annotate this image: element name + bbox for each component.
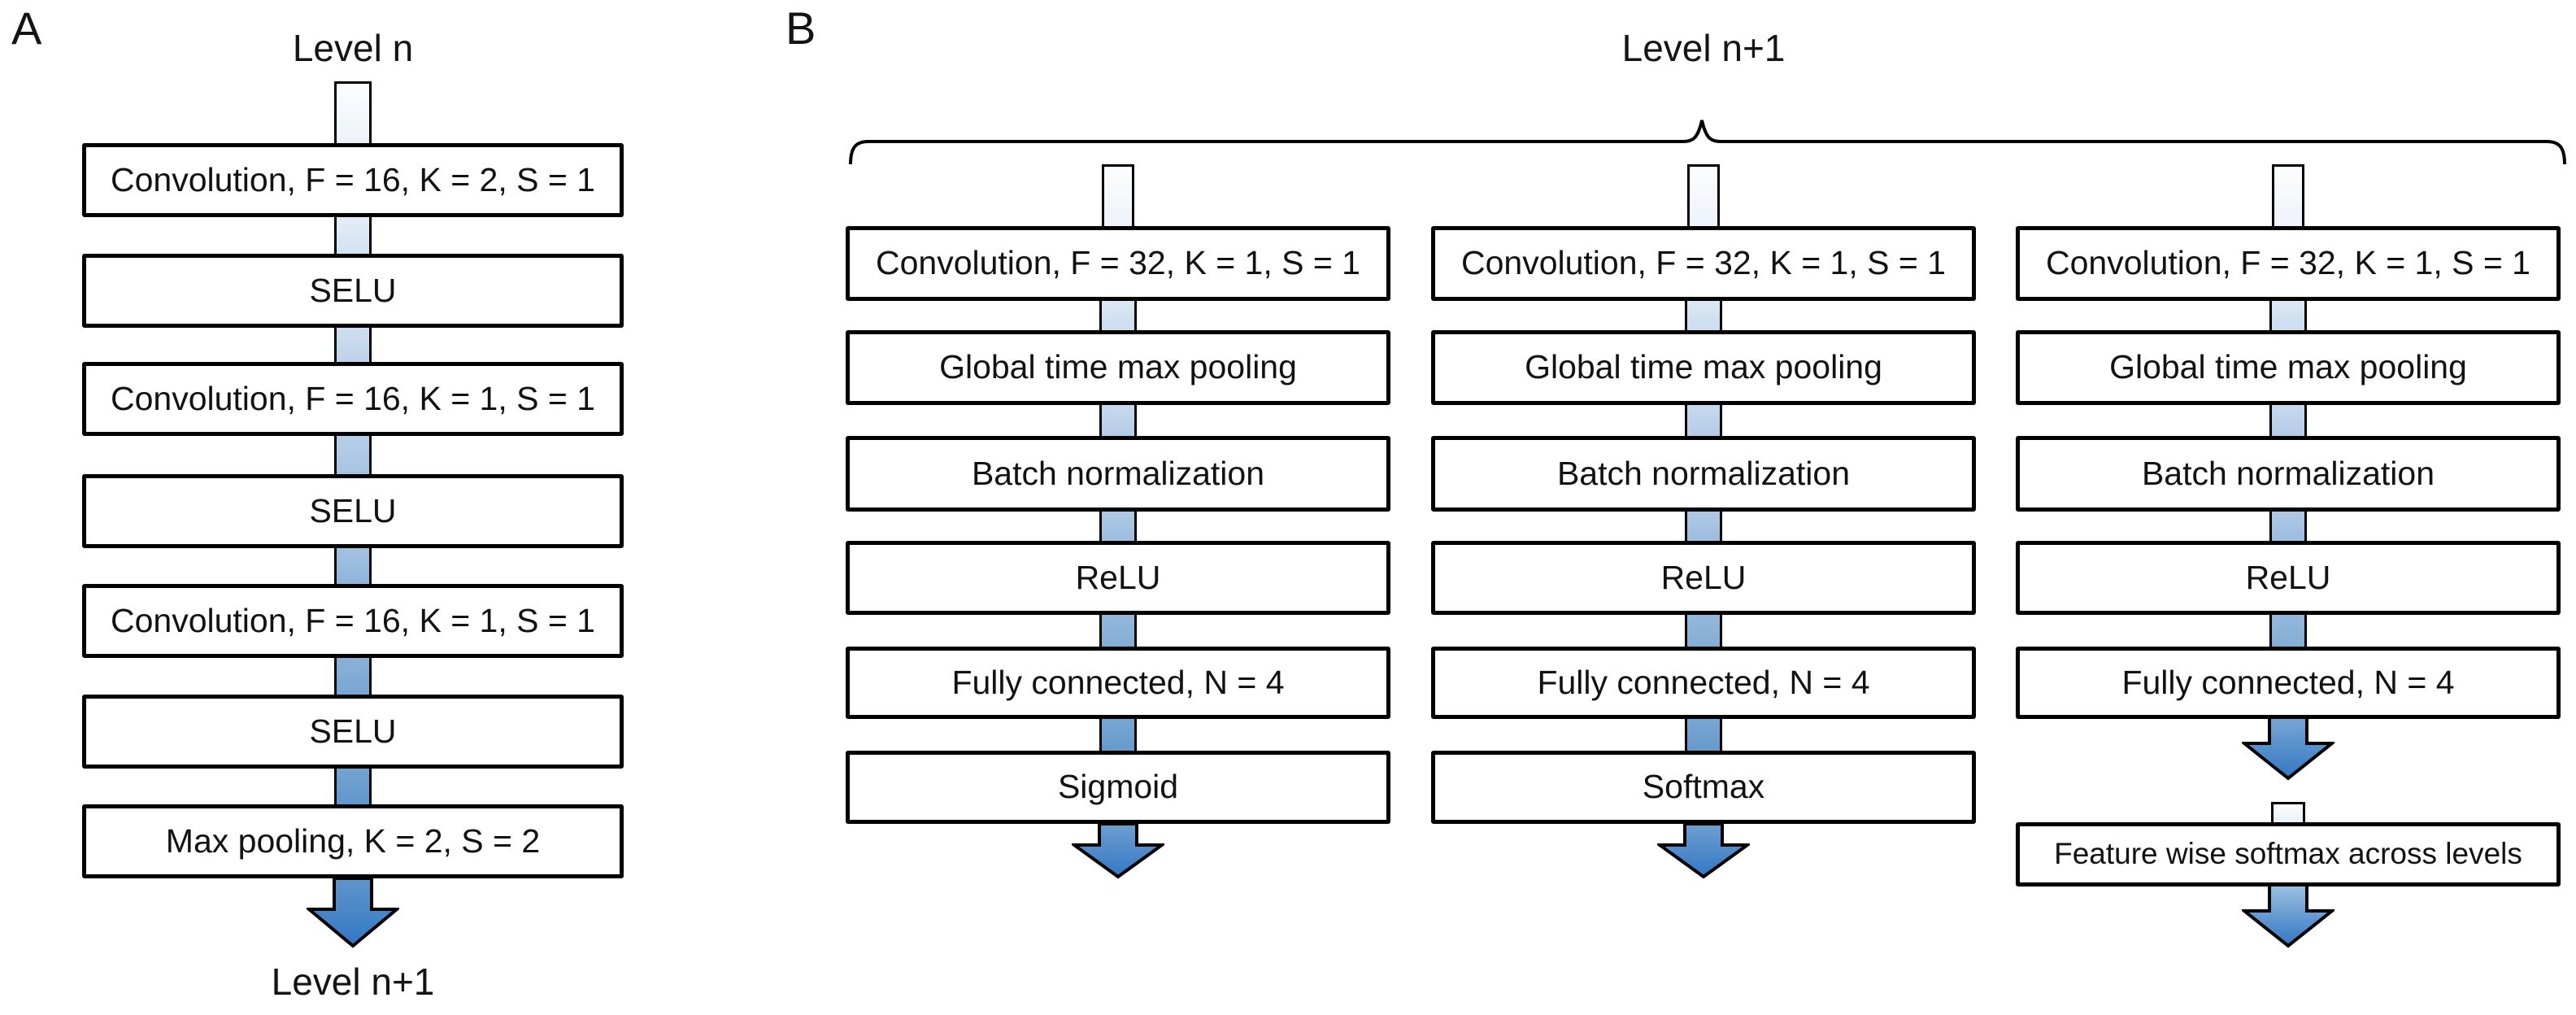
level-n-label: Level n [292, 27, 414, 69]
flow-box-convolution: Convolution, F = 16, K = 1, S = 1 [82, 362, 624, 436]
flow-box-convolution: Convolution, F = 16, K = 1, S = 1 [82, 584, 624, 658]
connector [1099, 716, 1137, 754]
flow-box-convolution: Convolution, F = 32, K = 1, S = 1 [2016, 226, 2561, 301]
flow-box-max-pooling: Max pooling, K = 2, S = 2 [82, 804, 624, 878]
connector [1685, 298, 1722, 333]
flow-box-sigmoid: Sigmoid [846, 751, 1390, 824]
panel-a-label: A [11, 2, 42, 54]
down-arrow-icon [2242, 883, 2334, 948]
connector [2269, 508, 2307, 544]
connector [1099, 402, 1137, 439]
connector [1102, 164, 1134, 231]
flow-box-fully-connected: Fully connected, N = 4 [2016, 647, 2561, 719]
connector [2269, 298, 2307, 333]
flow-box-feature-softmax: Feature wise softmax across levels [2016, 822, 2561, 886]
flow-box-global-pooling: Global time max pooling [2016, 330, 2561, 405]
flow-box-fully-connected: Fully connected, N = 4 [846, 647, 1390, 719]
flow-box-batch-norm: Batch normalization [846, 436, 1390, 512]
flow-box-convolution: Convolution, F = 32, K = 1, S = 1 [846, 226, 1390, 301]
connector [2269, 402, 2307, 439]
flow-box-convolution: Convolution, F = 16, K = 2, S = 1 [82, 143, 624, 217]
down-arrow-icon [307, 877, 399, 948]
connector [1685, 612, 1722, 650]
connector [1099, 508, 1137, 544]
flow-box-selu: SELU [82, 695, 624, 769]
connector [1099, 612, 1137, 650]
down-arrow-icon [1657, 822, 1750, 879]
connector [2269, 612, 2307, 650]
connector [1685, 508, 1722, 544]
flow-box-selu: SELU [82, 254, 624, 328]
connector [334, 655, 372, 698]
connector [334, 325, 372, 365]
flow-box-convolution: Convolution, F = 32, K = 1, S = 1 [1431, 226, 1976, 301]
flow-box-softmax: Softmax [1431, 751, 1976, 824]
flow-box-global-pooling: Global time max pooling [846, 330, 1390, 405]
connector [334, 545, 372, 587]
flow-box-relu: ReLU [2016, 541, 2561, 615]
connector [1687, 164, 1720, 231]
connector [334, 214, 372, 257]
connector [1685, 402, 1722, 439]
connector [1685, 716, 1722, 754]
brace-bracket [849, 120, 2566, 165]
flow-box-relu: ReLU [1431, 541, 1976, 615]
flow-box-batch-norm: Batch normalization [1431, 436, 1976, 512]
panel-b-label: B [785, 2, 816, 54]
flow-box-batch-norm: Batch normalization [2016, 436, 2561, 512]
down-arrow-icon [1072, 822, 1164, 879]
flow-box-relu: ReLU [846, 541, 1390, 615]
connector [334, 765, 372, 808]
flow-box-selu: SELU [82, 474, 624, 548]
connector [334, 433, 372, 477]
connector [2272, 164, 2304, 231]
connector [334, 81, 372, 148]
level-n-plus-1-title: Level n+1 [1621, 27, 1786, 69]
flow-box-global-pooling: Global time max pooling [1431, 330, 1976, 405]
connector [1099, 298, 1137, 333]
level-n-plus-1-label: Level n+1 [271, 961, 435, 1003]
flow-box-fully-connected: Fully connected, N = 4 [1431, 647, 1976, 719]
down-arrow-icon [2242, 716, 2334, 781]
